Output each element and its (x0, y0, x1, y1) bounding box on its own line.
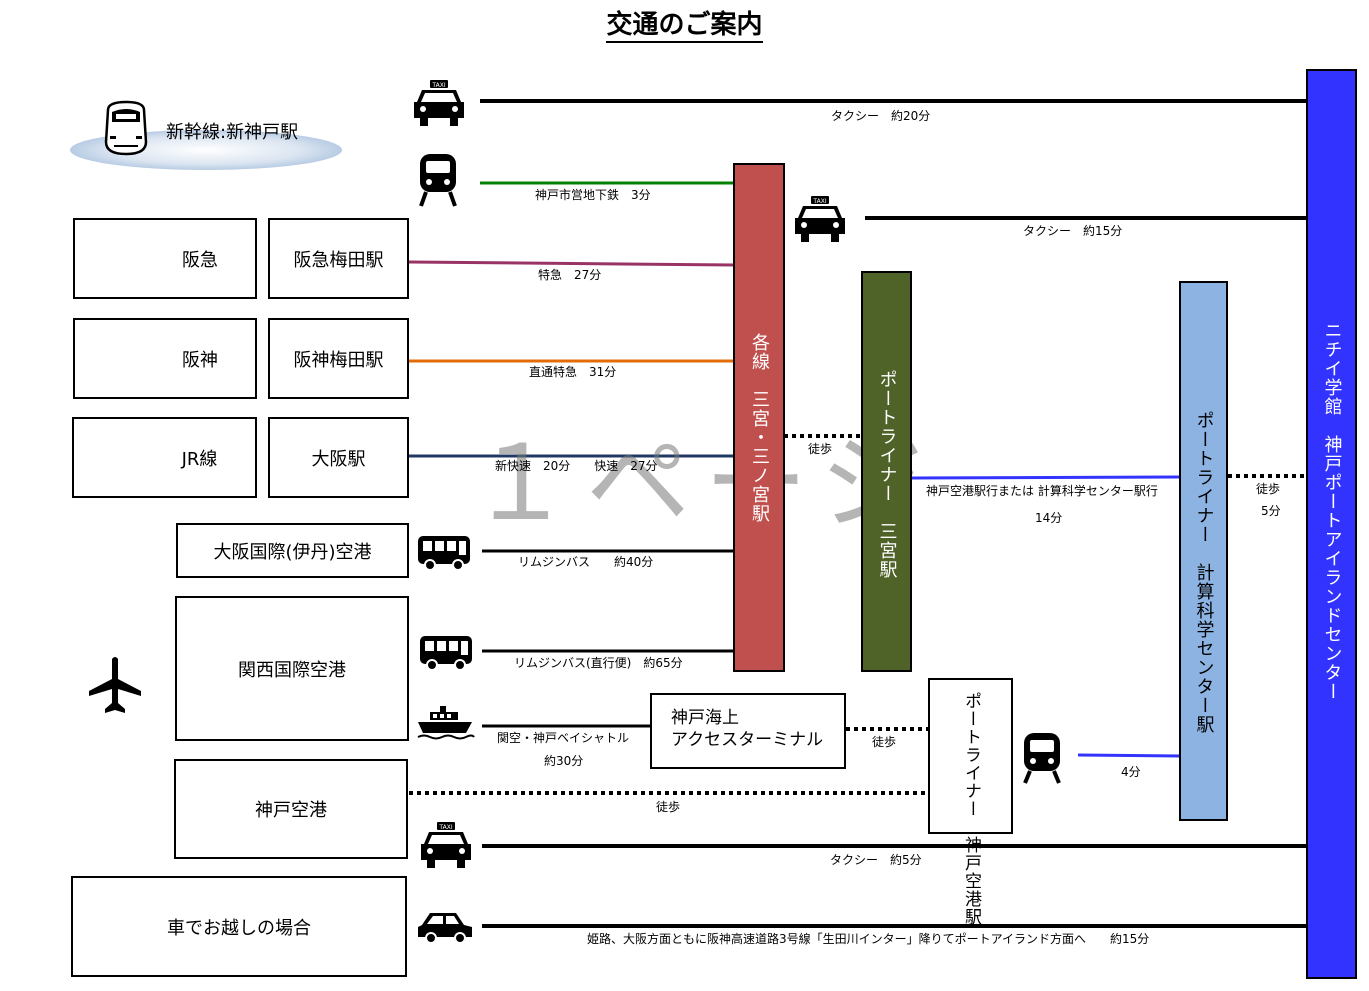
train-icon (419, 154, 457, 207)
route-limousine-itami: リムジンバス 約40分 (518, 555, 654, 569)
page-watermark: １ページ (468, 422, 938, 544)
taxi-sign-text: TAXI (812, 198, 826, 205)
station-portliner-keisan-label: ポートライナー 計算科学センター駅 (1193, 411, 1215, 734)
route-hankyu: 特急 27分 (538, 268, 602, 282)
route-taxi-shinkobe: タクシー 約20分 (831, 109, 931, 123)
route-hanshin: 直通特急 31分 (529, 365, 617, 379)
origin-hankyu-label: 阪急 (182, 249, 218, 271)
origin-kansai: 関西国際空港 (175, 596, 409, 741)
ship-icon (417, 706, 475, 740)
route-portliner-main: 神戸空港駅行または 計算科学センター駅行 (926, 484, 1158, 498)
origin-hanshin-station: 阪神梅田駅 (268, 318, 409, 399)
taxi-icon: TAXI (795, 196, 845, 242)
station-portliner-keisan: ポートライナー 計算科学センター駅 (1179, 281, 1228, 821)
origin-jr-station-label: 大阪駅 (311, 448, 366, 470)
origin-hankyu-station-label: 阪急梅田駅 (293, 249, 384, 271)
origin-jr-station: 大阪駅 (268, 417, 409, 498)
route-car: 姫路、大阪方面ともに阪神高速道路3号線「生田川インター」降りてポートアイランド方… (587, 932, 1150, 946)
line-hankyu (408, 260, 735, 267)
route-ferry-time: 約30分 (544, 754, 584, 768)
route-walk-airport: 徒歩 (656, 800, 681, 814)
origin-car-label: 車でお越しの場合 (167, 917, 311, 939)
destination-nichii: ニチイ学館 神戸ポートアイランドセンター (1306, 69, 1357, 979)
station-portliner-airport: ポートライナー 神戸空港駅 (928, 678, 1013, 926)
bus-icon (418, 536, 470, 571)
station-portliner-airport-label: ポートライナー 神戸空港駅 (961, 692, 981, 926)
bus-icon (420, 636, 472, 671)
line-portliner-short (1077, 753, 1181, 758)
origin-hankyu-station: 阪急梅田駅 (268, 218, 409, 299)
origin-hanshin-box: 阪神 (73, 318, 257, 399)
origin-hanshin-label: 阪神 (182, 349, 218, 371)
destination-nichii-label: ニチイ学館 神戸ポートアイランドセンター (1321, 321, 1343, 701)
shinkansen-icon (104, 100, 148, 156)
station-sannomiya: 各線 三宮・三ノ宮駅 (733, 163, 785, 672)
car-icon (418, 913, 472, 944)
taxi-sign-text: TAXI (438, 824, 452, 831)
taxi-sign-text: TAXI (431, 82, 445, 89)
taxi-icon: TAXI (421, 822, 471, 868)
route-taxi-sannomiya: タクシー 約15分 (1023, 224, 1123, 238)
origin-kansai-label: 関西国際空港 (238, 659, 346, 681)
origin-itami-label: 大阪国際(伊丹)空港 (213, 541, 372, 563)
origin-hankyu-box: 阪急 (73, 218, 257, 299)
origin-shinkansen: 新幹線:新神戸駅 (166, 122, 299, 143)
origin-jr-box: JR線 (72, 417, 257, 498)
airplane-icon (89, 657, 141, 713)
origin-kobe-airport-label: 神戸空港 (255, 800, 327, 821)
taxi-icon: TAXI (414, 80, 464, 126)
station-sannomiya-label: 各線 三宮・三ノ宮駅 (749, 333, 770, 523)
origin-kobe-airport: 神戸空港 (174, 759, 408, 859)
page-title-text: 交通のご案内 (606, 10, 763, 43)
line-portliner-main (911, 475, 1181, 480)
origin-car: 車でお越しの場合 (71, 876, 407, 977)
station-portliner-sannomiya: ポートライナー 三宮駅 (861, 271, 912, 672)
station-portliner-sannomiya-label: ポートライナー 三宮駅 (876, 370, 898, 579)
route-walk-sannomiya: 徒歩 (808, 442, 833, 456)
route-walk-final: 徒歩 (1256, 482, 1281, 496)
origin-itami: 大阪国際(伊丹)空港 (176, 523, 409, 578)
route-walk-final-time: 5分 (1261, 504, 1281, 518)
page-title: 交通のご案内 (0, 4, 1369, 43)
route-portliner-time: 14分 (1035, 511, 1063, 525)
origin-hanshin-station-label: 阪神梅田駅 (293, 349, 384, 371)
ferry-terminal-line2: アクセスターミナル (671, 730, 824, 750)
train-icon (1023, 733, 1061, 784)
route-limousine-kansai: リムジンバス(直行便) 約65分 (514, 656, 683, 670)
route-taxi-airport: タクシー 約5分 (830, 853, 922, 867)
route-subway: 神戸市営地下鉄 3分 (535, 188, 651, 202)
ferry-terminal-line1: 神戸海上 (671, 708, 739, 728)
route-jr: 新快速 20分 快速 27分 (495, 459, 658, 473)
route-portliner-short: 4分 (1121, 765, 1141, 779)
ferry-terminal-box: 神戸海上 アクセスターミナル (650, 693, 846, 769)
route-walk-ferry: 徒歩 (872, 735, 897, 749)
route-ferry: 関空・神戸ベイシャトル (497, 731, 630, 745)
origin-jr-label: JR線 (181, 448, 218, 470)
